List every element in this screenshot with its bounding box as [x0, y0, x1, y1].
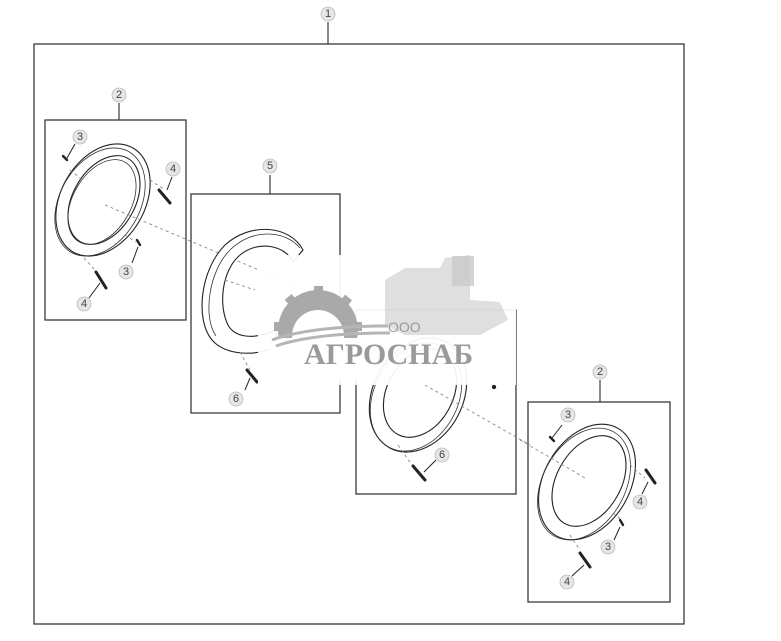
pin-6-left	[245, 368, 259, 384]
callout-3b[interactable]: 3	[118, 264, 134, 280]
svg-text:1: 1	[325, 8, 331, 20]
small-part-dot	[491, 384, 497, 390]
callout-1[interactable]: 1	[320, 6, 336, 22]
combine-harvester-icon	[385, 255, 508, 335]
pin-3-lower	[135, 238, 142, 247]
watermark-prefix: ООО	[388, 319, 421, 335]
callout-5[interactable]: 5	[262, 158, 278, 174]
callout-6b[interactable]: 6	[434, 447, 450, 463]
svg-text:4: 4	[170, 163, 176, 175]
svg-text:4: 4	[81, 298, 87, 310]
svg-text:4: 4	[637, 496, 643, 508]
pin-4-right-b	[644, 468, 657, 485]
gear-icon	[270, 286, 391, 378]
callout-4b[interactable]: 4	[76, 296, 92, 312]
pin-3-lower-b	[618, 518, 625, 527]
assembly-frame	[33, 43, 685, 625]
group-box-2-bottom	[527, 401, 671, 603]
callout-2b[interactable]: 2	[592, 364, 608, 380]
svg-text:3: 3	[565, 409, 571, 421]
svg-text:5: 5	[267, 160, 273, 172]
retaining-ring[interactable]	[36, 127, 169, 273]
callout-4d[interactable]: 4	[559, 574, 575, 590]
callout-3d[interactable]: 3	[600, 539, 616, 555]
svg-text:2: 2	[116, 89, 122, 101]
callout-2a[interactable]: 2	[111, 87, 127, 103]
svg-text:6: 6	[439, 449, 445, 461]
pin-4-bottom	[94, 270, 108, 290]
callout-4c[interactable]: 4	[632, 494, 648, 510]
svg-text:6: 6	[233, 393, 239, 405]
svg-text:4: 4	[564, 576, 570, 588]
watermark: ООО АГРОСНАБ	[258, 255, 516, 385]
pin-3-upper	[61, 154, 69, 162]
group-box-2-top	[44, 119, 187, 321]
pin-4-right	[157, 188, 172, 205]
callout-3a[interactable]: 3	[72, 129, 88, 145]
svg-text:3: 3	[123, 266, 129, 278]
svg-text:3: 3	[77, 131, 83, 143]
callout-4a[interactable]: 4	[165, 161, 181, 177]
callout-6a[interactable]: 6	[228, 391, 244, 407]
retaining-ring-bottom[interactable]	[518, 407, 655, 557]
watermark-name: АГРОСНАБ	[304, 338, 473, 371]
pin-3-upper-b	[548, 435, 556, 443]
svg-text:2: 2	[597, 366, 603, 378]
callout-3c[interactable]: 3	[560, 407, 576, 423]
svg-text:3: 3	[605, 541, 611, 553]
pin-4-bottom-b	[578, 551, 592, 569]
pin-6-right	[411, 464, 427, 482]
